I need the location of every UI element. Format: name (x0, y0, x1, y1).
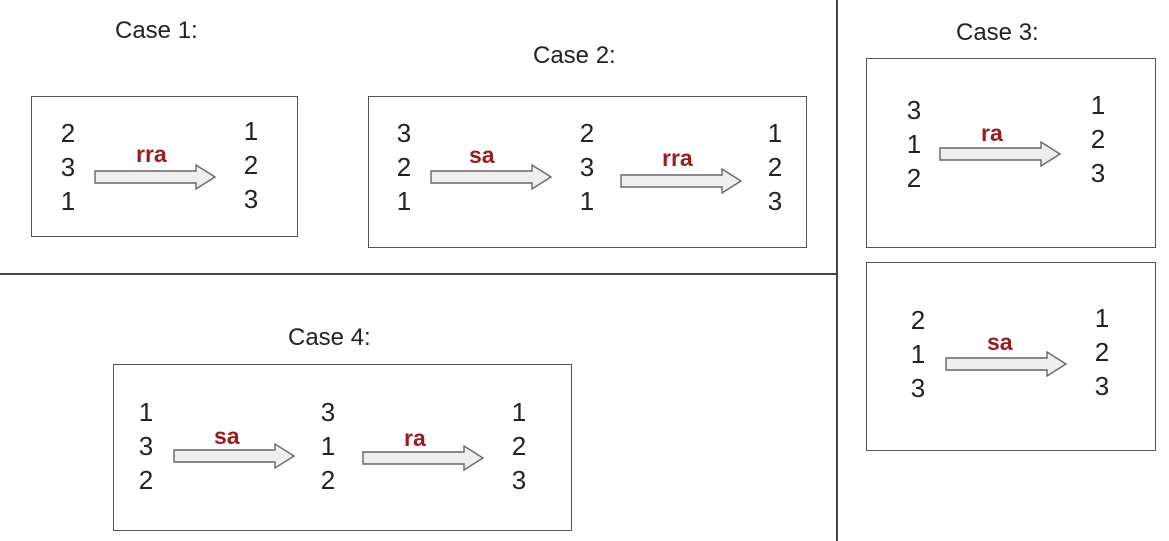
stack-value: 2 (396, 152, 412, 182)
stack-value: 1 (511, 397, 527, 427)
stack-value: 3 (1090, 158, 1106, 188)
stack-value: 3 (138, 431, 154, 461)
case-4-title: Case 4: (288, 324, 371, 351)
case-3-operation-ra: ra (981, 120, 1003, 146)
right-arrow-icon (362, 444, 485, 472)
right-arrow-icon (620, 167, 743, 195)
stack-value: 2 (906, 163, 922, 193)
stack-value: 2 (1094, 337, 1110, 367)
stack-value: 2 (1090, 124, 1106, 154)
stack-value: 2 (910, 305, 926, 335)
stack-value: 2 (579, 118, 595, 148)
case-1-title: Case 1: (115, 17, 198, 44)
case-3-stack-result: 1 2 3 (1089, 301, 1115, 403)
stack-value: 1 (906, 129, 922, 159)
case-3-stack-initial: 3 1 2 (901, 93, 927, 195)
stack-value: 1 (320, 431, 336, 461)
case-3-stack-result: 1 2 3 (1085, 88, 1111, 190)
stack-value: 3 (906, 95, 922, 125)
stack-value: 2 (511, 431, 527, 461)
case-3-box-bottom: 2 1 3 sa 1 2 3 (866, 262, 1156, 451)
right-arrow-icon (430, 163, 553, 191)
stack-value: 1 (396, 186, 412, 216)
stack-value: 1 (243, 116, 259, 146)
right-arrow-icon (939, 140, 1062, 168)
stack-value: 3 (320, 397, 336, 427)
case-1-operation-rra: rra (136, 141, 167, 167)
case-3-stack-initial: 2 1 3 (905, 303, 931, 405)
case-1-stack-result: 1 2 3 (238, 114, 264, 216)
stack-value: 2 (138, 465, 154, 495)
case-2-stack-initial: 3 2 1 (391, 116, 417, 218)
case-4-box: 1 3 2 sa 3 1 2 ra 1 2 3 (113, 364, 572, 531)
horizontal-divider (0, 273, 836, 275)
stack-value: 1 (138, 397, 154, 427)
stack-value: 1 (767, 118, 783, 148)
stack-value: 3 (1094, 371, 1110, 401)
case-2-stack-result: 1 2 3 (762, 116, 788, 218)
case-2-title: Case 2: (533, 42, 616, 69)
right-arrow-icon (94, 163, 217, 191)
stack-value: 1 (579, 186, 595, 216)
stack-value: 3 (767, 186, 783, 216)
stack-value: 1 (60, 186, 76, 216)
right-arrow-icon (945, 350, 1068, 378)
case-4-operation-sa: sa (214, 423, 240, 449)
case-4-stack-middle: 3 1 2 (315, 395, 341, 497)
stack-value: 3 (579, 152, 595, 182)
case-2-stack-middle: 2 3 1 (574, 116, 600, 218)
stack-value: 3 (511, 465, 527, 495)
stack-value: 2 (767, 152, 783, 182)
case-1-box: 2 3 1 rra 1 2 3 (31, 96, 298, 237)
case-4-stack-result: 1 2 3 (506, 395, 532, 497)
case-3-operation-sa: sa (987, 329, 1013, 355)
case-3-title: Case 3: (956, 19, 1039, 46)
stack-value: 1 (1090, 90, 1106, 120)
stack-value: 1 (910, 339, 926, 369)
stack-value: 1 (1094, 303, 1110, 333)
case-3-box-top: 3 1 2 ra 1 2 3 (866, 58, 1156, 248)
case-2-operation-rra: rra (662, 145, 693, 171)
stack-value: 2 (320, 465, 336, 495)
stack-value: 3 (910, 373, 926, 403)
case-1-stack-initial: 2 3 1 (55, 116, 81, 218)
stack-value: 2 (243, 150, 259, 180)
right-arrow-icon (173, 442, 296, 470)
stack-value: 3 (243, 184, 259, 214)
stack-value: 3 (60, 152, 76, 182)
case-4-stack-initial: 1 3 2 (133, 395, 159, 497)
vertical-divider (836, 0, 838, 541)
stack-value: 3 (396, 118, 412, 148)
case-2-box: 3 2 1 sa 2 3 1 rra 1 2 3 (368, 96, 807, 248)
case-4-operation-ra: ra (404, 425, 426, 451)
case-2-operation-sa: sa (469, 142, 495, 168)
stack-value: 2 (60, 118, 76, 148)
